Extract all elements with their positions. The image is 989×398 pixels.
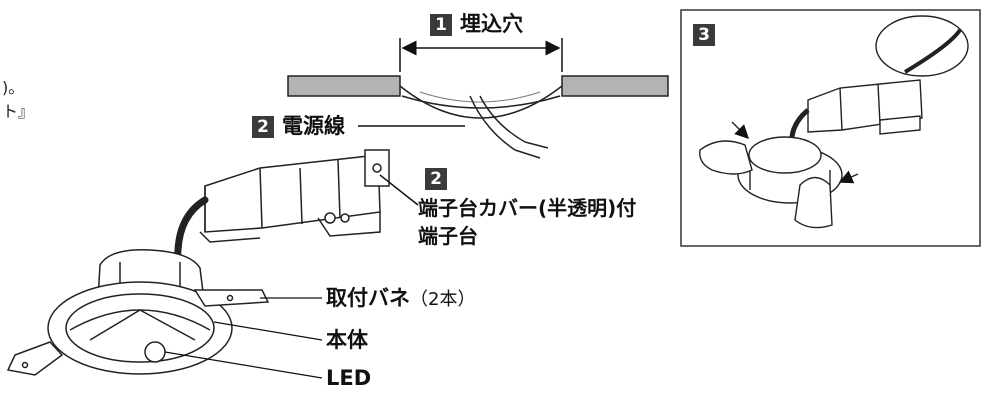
label-inset-step: 3 bbox=[693, 22, 723, 46]
label-spring: 取付バネ（2本） bbox=[326, 286, 475, 312]
label-body: 本体 bbox=[326, 328, 368, 352]
spring-label-note: （2本） bbox=[410, 289, 476, 310]
fixture-body bbox=[47, 249, 233, 375]
label-hole: 1 埋込穴 bbox=[430, 12, 523, 36]
inset-illustration bbox=[699, 15, 969, 229]
label-terminal-step: 2 bbox=[425, 166, 455, 190]
junction-box bbox=[199, 149, 419, 243]
clipped-text-fragment: )。 bbox=[2, 78, 25, 97]
label-led: LED bbox=[326, 366, 372, 390]
leader-lines bbox=[164, 297, 323, 379]
clipped-text-fragment: ト』 bbox=[2, 102, 35, 121]
step-badge: 1 bbox=[430, 14, 452, 36]
mounting-springs bbox=[6, 289, 270, 376]
step-badge: 2 bbox=[252, 116, 274, 138]
label-terminal-line2: 端子台 bbox=[418, 224, 478, 248]
hole-opening bbox=[399, 85, 563, 119]
power-cable-label-text: 電源線 bbox=[282, 114, 345, 138]
label-power-cable: 2 電源線 bbox=[252, 114, 345, 138]
spring-label-text: 取付バネ bbox=[326, 286, 410, 310]
hole-label-text: 埋込穴 bbox=[460, 12, 523, 36]
power-cable bbox=[358, 95, 549, 159]
label-terminal-line1: 端子台カバー(半透明)付 bbox=[418, 196, 637, 220]
step-badge: 3 bbox=[693, 24, 715, 46]
step-badge: 2 bbox=[425, 168, 447, 190]
hole-dimension bbox=[399, 38, 563, 72]
ceiling-board bbox=[287, 75, 669, 97]
